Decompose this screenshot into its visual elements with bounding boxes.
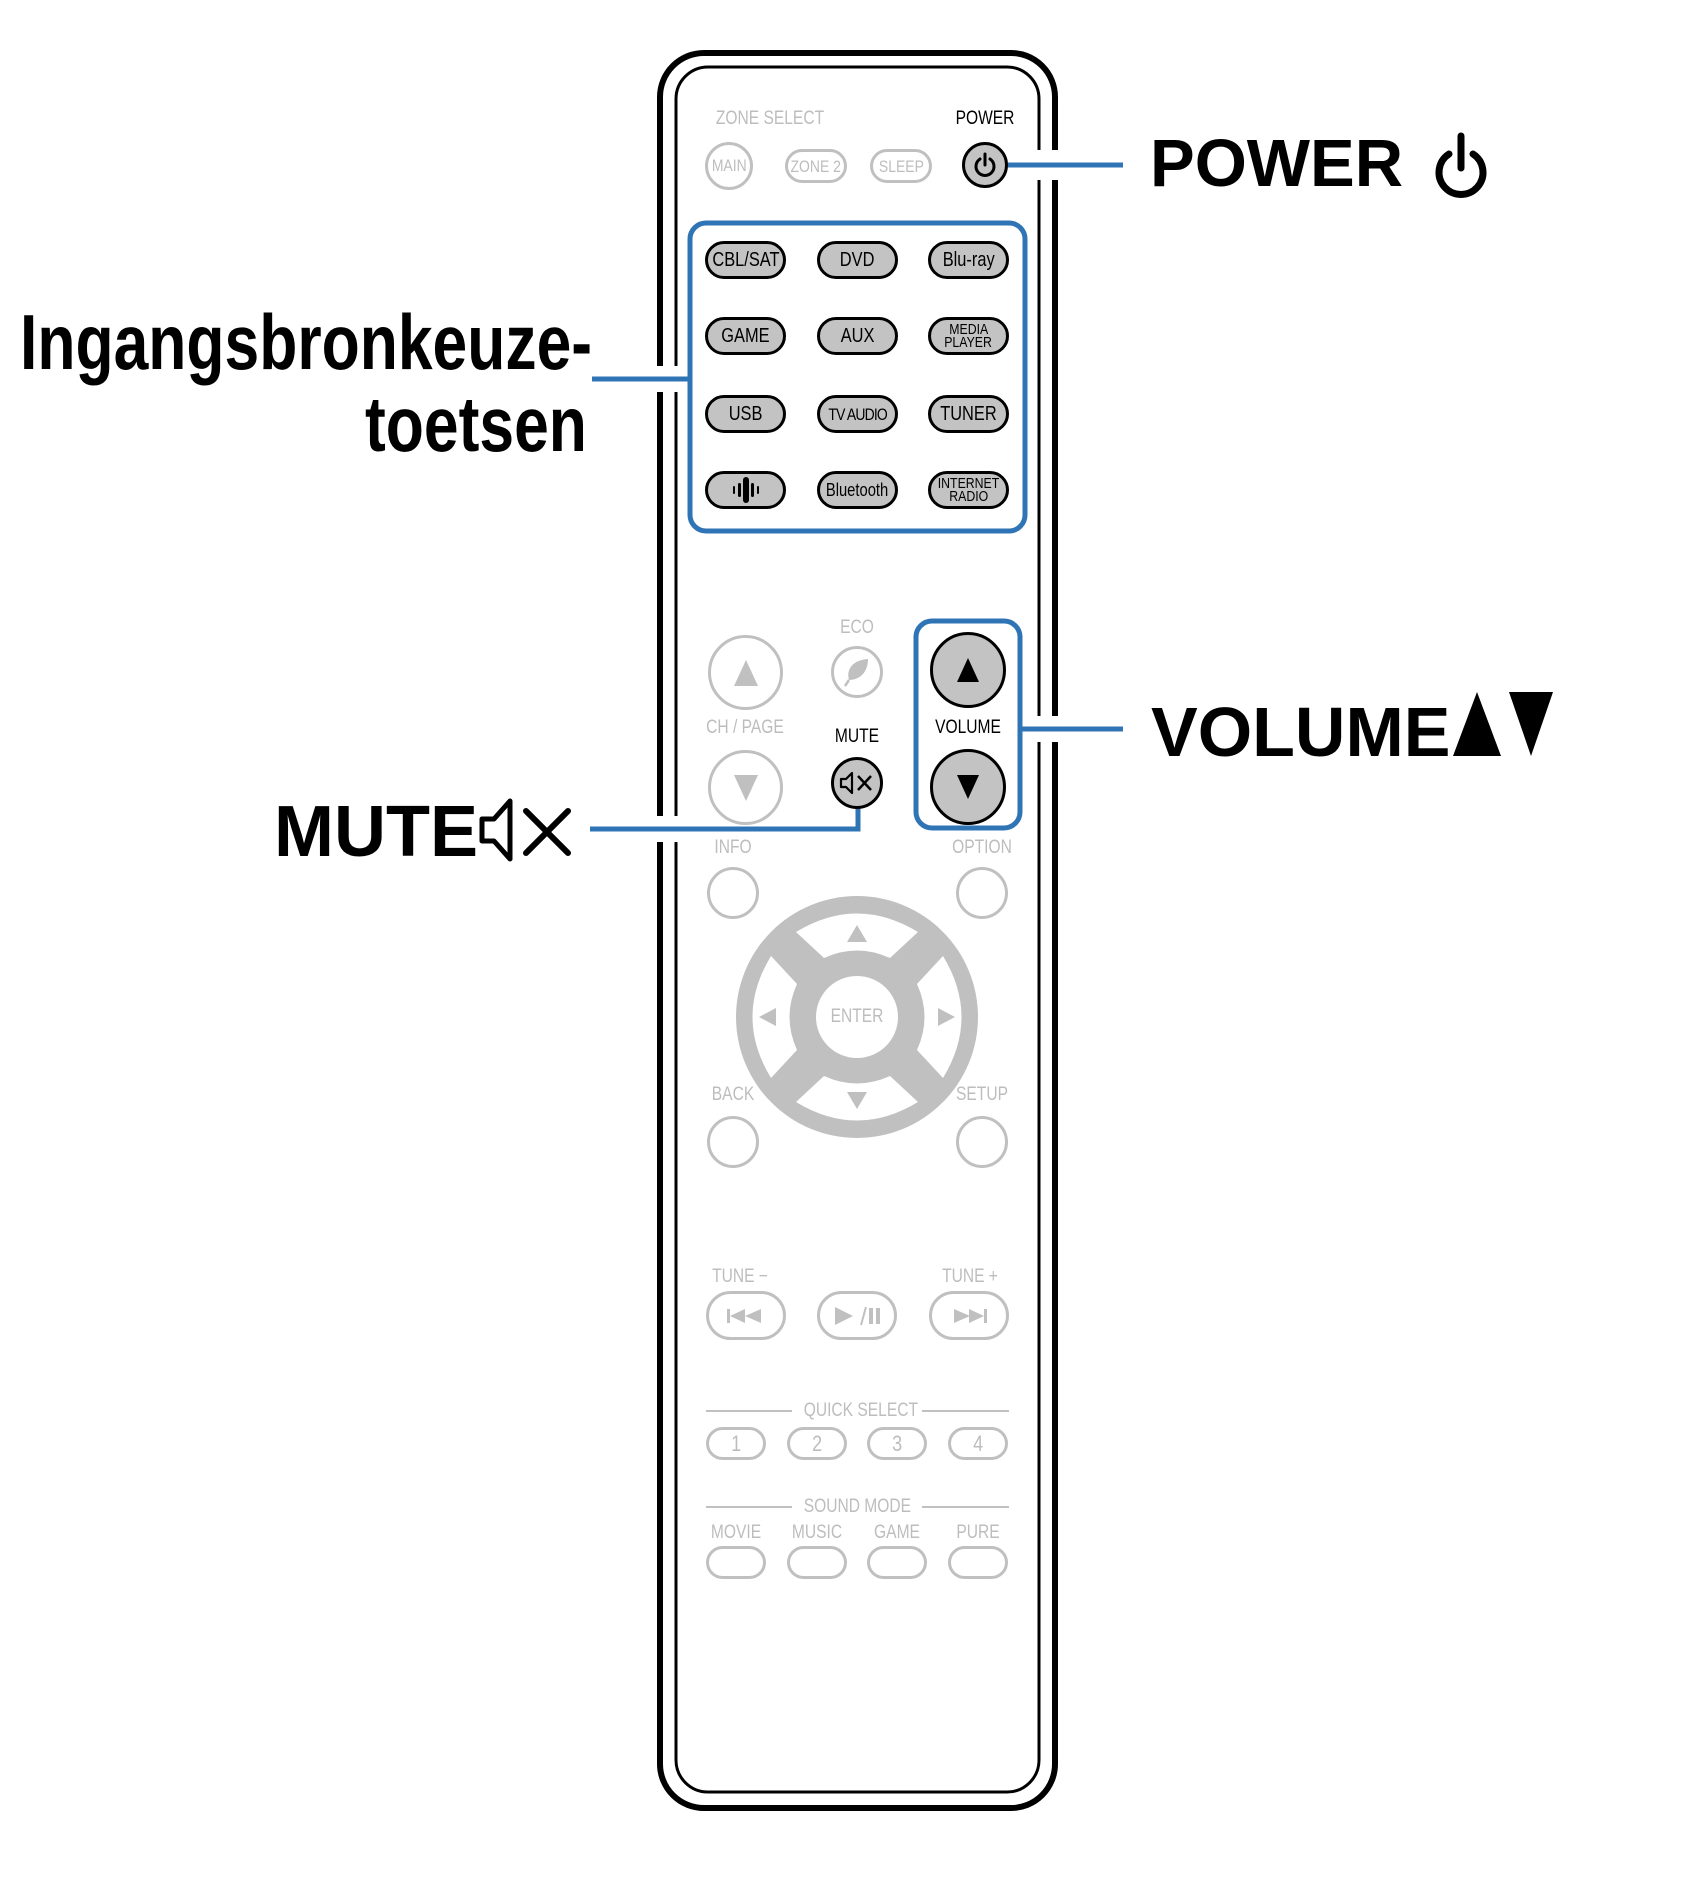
- volume-down-button[interactable]: [930, 749, 1006, 825]
- nav-left-arrow-icon: [759, 1008, 776, 1026]
- quick-select-1-button[interactable]: 1: [706, 1427, 766, 1460]
- input-bluray-button[interactable]: Blu-ray: [928, 241, 1009, 279]
- power-callout-label: POWER: [1150, 126, 1404, 201]
- next-button[interactable]: [929, 1291, 1009, 1340]
- mute-callout-line: [590, 808, 861, 832]
- input-game-button[interactable]: GAME: [705, 317, 786, 355]
- power-icon: [1432, 132, 1490, 211]
- input-dvd-button[interactable]: DVD: [817, 241, 898, 279]
- volume-down-icon: [957, 775, 979, 799]
- heos-icon: [732, 477, 759, 503]
- sound-mode-movie-label: MOVIE: [710, 1522, 762, 1543]
- zone-select-label: ZONE SELECT: [715, 108, 825, 129]
- input-media-player-button[interactable]: MEDIA PLAYER: [928, 317, 1009, 355]
- skip-back-icon: [727, 1308, 761, 1323]
- sound-mode-pure-label: PURE: [956, 1522, 1000, 1543]
- volume-highlight: [913, 618, 1023, 831]
- power-button-icon: [974, 152, 996, 177]
- tune-plus-label: TUNE +: [942, 1266, 998, 1287]
- up-down-triangles-icon: [1453, 692, 1557, 763]
- sound-mode-game-button[interactable]: [867, 1546, 927, 1579]
- tune-minus-label: TUNE −: [712, 1266, 768, 1287]
- mute-button-label: MUTE: [834, 726, 880, 747]
- option-button[interactable]: [956, 867, 1008, 919]
- nav-up-arrow-icon: [847, 925, 867, 942]
- nav-down-arrow-icon: [847, 1092, 867, 1109]
- input-source-callout-label-line2: toetsen: [365, 380, 587, 468]
- play-pause-button[interactable]: [817, 1291, 897, 1340]
- quick-select-4-button[interactable]: 4: [948, 1427, 1008, 1460]
- zone-main-button[interactable]: MAIN: [705, 142, 753, 190]
- remote-body-inner: [674, 65, 1041, 1794]
- volume-button-label: VOLUME: [935, 717, 1001, 738]
- mute-button[interactable]: [831, 757, 883, 809]
- input-internet-radio-button[interactable]: INTERNET RADIO: [928, 471, 1009, 509]
- skip-forward-icon: [954, 1308, 987, 1323]
- info-label: INFO: [714, 837, 752, 858]
- input-source-callout-label-line1: Ingangsbronkeuze-: [20, 298, 593, 386]
- back-button[interactable]: [707, 1116, 759, 1168]
- nav-right-arrow-icon: [938, 1008, 955, 1026]
- play-pause-icon: [835, 1306, 880, 1325]
- input-cbl-sat-button[interactable]: CBL/SAT: [705, 241, 786, 279]
- power-button-label: POWER: [955, 108, 1015, 129]
- enter-button: [816, 976, 898, 1058]
- sound-mode-label: SOUND MODE: [803, 1496, 912, 1517]
- sound-mode-music-label: MUSIC: [791, 1522, 843, 1543]
- info-button[interactable]: [707, 867, 759, 919]
- mute-button-icon: [839, 771, 872, 795]
- quick-select-label: QUICK SELECT: [803, 1400, 918, 1421]
- nav-pad[interactable]: [736, 896, 978, 1138]
- setup-button[interactable]: [956, 1116, 1008, 1168]
- input-aux-button[interactable]: AUX: [817, 317, 898, 355]
- quick-select-3-button[interactable]: 3: [867, 1427, 927, 1460]
- setup-label: SETUP: [956, 1084, 1008, 1105]
- zone2-button[interactable]: ZONE 2: [785, 149, 847, 183]
- down-triangle-icon: [733, 774, 758, 801]
- eco-label: ECO: [840, 617, 874, 638]
- power-button[interactable]: [962, 142, 1008, 188]
- input-tuner-button[interactable]: TUNER: [928, 395, 1009, 433]
- input-usb-button[interactable]: USB: [705, 395, 786, 433]
- ch-page-up-button[interactable]: [708, 635, 783, 710]
- ch-page-down-button[interactable]: [708, 750, 783, 825]
- sound-mode-pure-button[interactable]: [948, 1546, 1008, 1579]
- up-triangle-icon: [733, 659, 758, 686]
- input-bluetooth-button[interactable]: Bluetooth: [817, 471, 898, 509]
- speaker-mute-icon: [478, 797, 576, 868]
- input-tv-audio-button[interactable]: TV AUDIO: [817, 395, 898, 433]
- volume-up-icon: [957, 658, 979, 682]
- enter-label[interactable]: ENTER: [830, 1006, 884, 1027]
- ch-page-label: CH / PAGE: [706, 717, 784, 738]
- eco-button[interactable]: [831, 646, 883, 698]
- option-label: OPTION: [952, 837, 1012, 858]
- previous-button[interactable]: [706, 1291, 786, 1340]
- quick-select-2-button[interactable]: 2: [787, 1427, 847, 1460]
- mute-callout-label: MUTE: [274, 792, 478, 872]
- back-label: BACK: [711, 1084, 755, 1105]
- remote-body-outer: [657, 50, 1058, 1811]
- leaf-icon: [843, 659, 868, 687]
- sound-mode-game-label: GAME: [874, 1522, 920, 1543]
- volume-callout-label: VOLUME: [1151, 693, 1451, 771]
- volume-up-button[interactable]: [930, 632, 1006, 708]
- input-heos-button[interactable]: [705, 471, 786, 509]
- sleep-button[interactable]: SLEEP: [870, 149, 932, 183]
- sound-mode-music-button[interactable]: [787, 1546, 847, 1579]
- sound-mode-movie-button[interactable]: [706, 1546, 766, 1579]
